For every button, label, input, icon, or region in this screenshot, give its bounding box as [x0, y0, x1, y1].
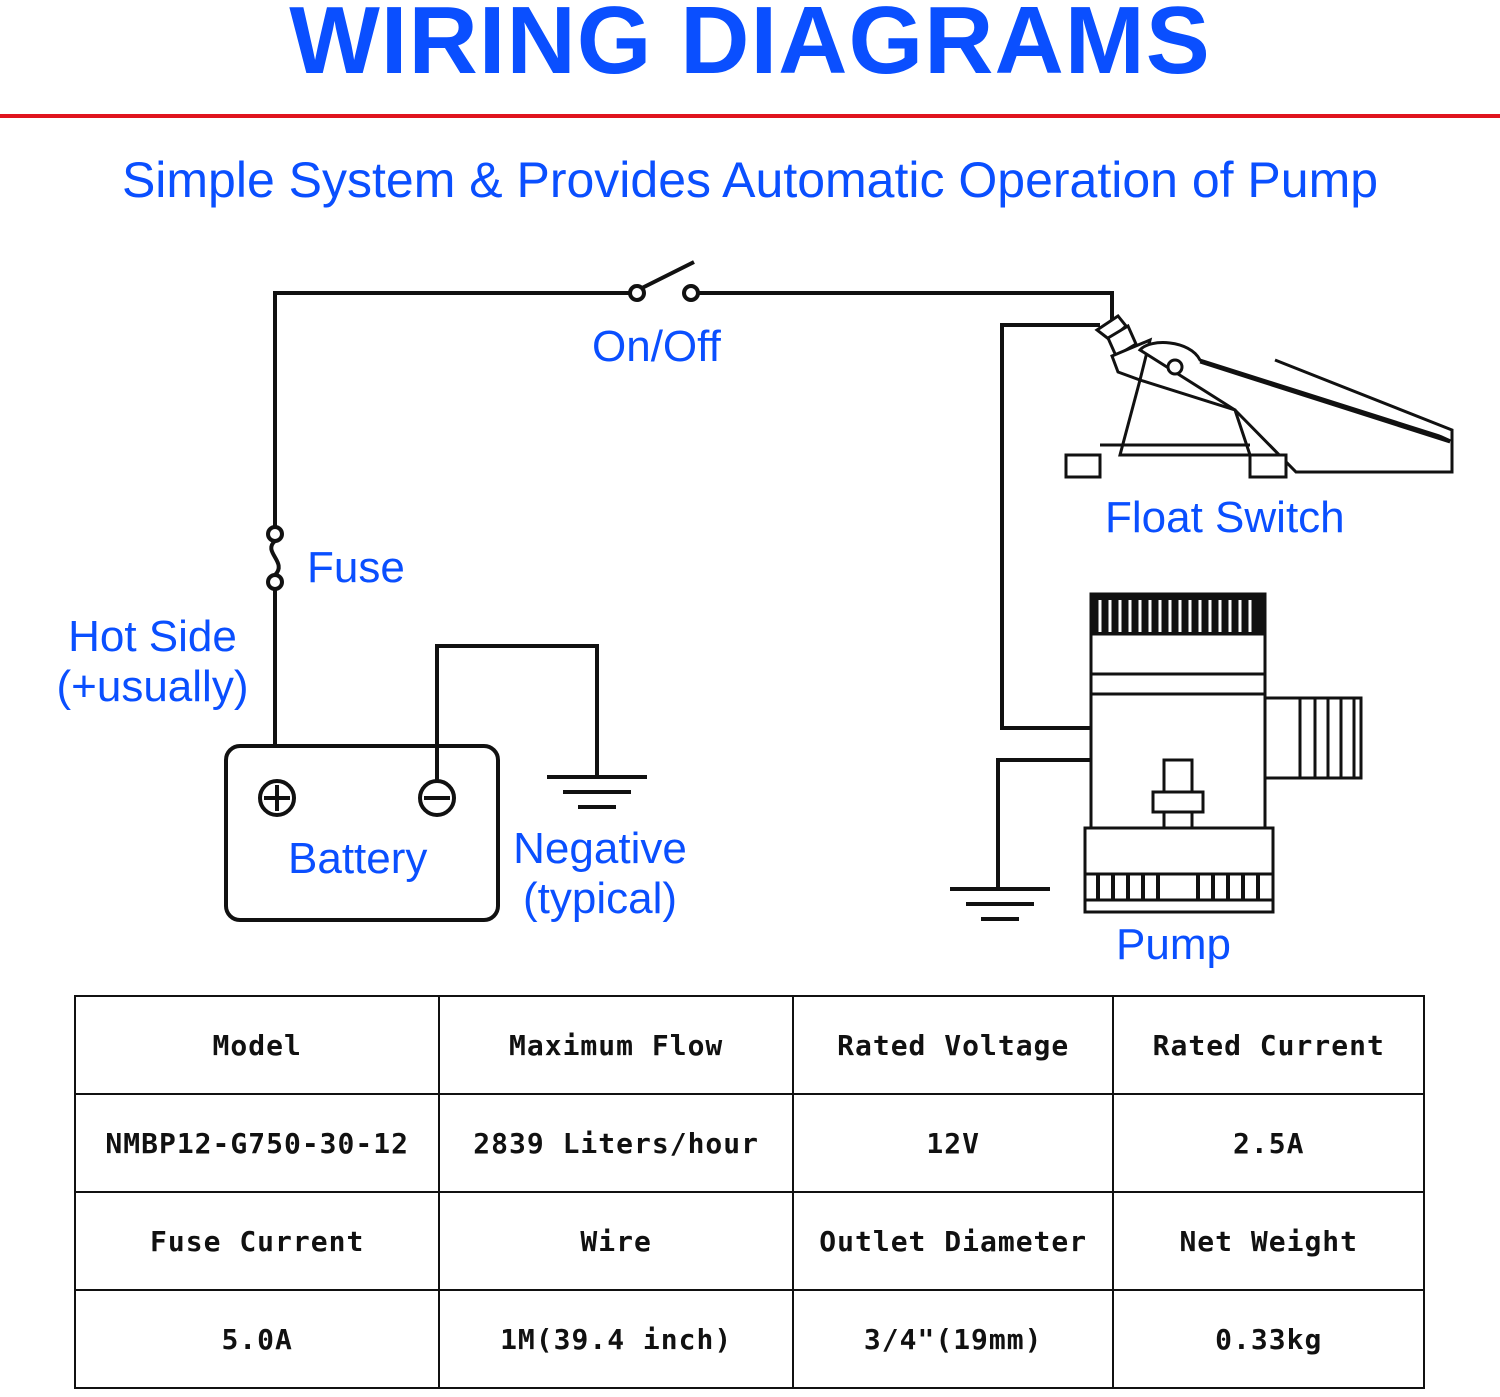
float-switch-label: Float Switch [1105, 493, 1345, 542]
hot-side-label-line1: Hot Side [68, 612, 237, 661]
table-cell: Rated Voltage [791, 995, 1115, 1095]
table-row: Fuse Current Wire Outlet Diameter Net We… [73, 1191, 1425, 1291]
fuse-icon [266, 525, 284, 591]
hot-side-label-line2: (+usually) [56, 662, 249, 711]
pump-ground-wire [996, 758, 1090, 889]
pump-icon [1083, 592, 1363, 914]
table-cell: Rated Current [1112, 995, 1425, 1095]
positive-terminal-icon [258, 779, 296, 817]
battery-icon [224, 744, 500, 922]
red-divider [0, 114, 1500, 118]
table-cell: 2839 Liters/hour [438, 1093, 794, 1193]
table-cell: Maximum Flow [438, 995, 794, 1095]
fuse-label: Fuse [307, 543, 405, 592]
battery-label: Battery [288, 834, 428, 883]
table-cell: 12V [791, 1093, 1115, 1193]
table-row: 5.0A 1M(39.4 inch) 3/4"(19mm) 0.33kg [73, 1289, 1425, 1389]
table-cell: Model [73, 995, 441, 1095]
table-cell: Net Weight [1112, 1191, 1425, 1291]
page-title: WIRING DIAGRAMS [289, 0, 1211, 94]
table-cell: 1M(39.4 inch) [438, 1289, 794, 1389]
table-cell: 0.33kg [1112, 1289, 1425, 1389]
float-switch-icon [1064, 313, 1454, 479]
on-off-label: On/Off [592, 322, 721, 371]
negative-terminal-icon [418, 779, 456, 817]
negative-label-line2: (typical) [522, 874, 678, 923]
on-off-switch-icon [628, 260, 700, 302]
table-row: NMBP12-G750-30-12 2839 Liters/hour 12V 2… [73, 1093, 1425, 1193]
table-cell: Fuse Current [73, 1191, 441, 1291]
ground-icon-battery [547, 775, 647, 809]
float-to-pump-wire [1000, 323, 1100, 730]
table-cell: 5.0A [73, 1289, 441, 1389]
table-cell: Outlet Diameter [791, 1191, 1115, 1291]
table-row: Model Maximum Flow Rated Voltage Rated C… [73, 995, 1425, 1095]
table-cell: NMBP12-G750-30-12 [73, 1093, 441, 1193]
negative-wire [435, 644, 599, 781]
negative-label-line1: Negative [513, 824, 687, 873]
hot-wire-top [273, 291, 630, 528]
wiring-diagram [224, 260, 1454, 922]
table-cell: 3/4"(19mm) [791, 1289, 1115, 1389]
negative-label: Negative (typical) [500, 824, 700, 924]
pump-label: Pump [1116, 920, 1231, 969]
subtitle: Simple System & Provides Automatic Opera… [121, 152, 1379, 208]
table-cell: Wire [438, 1191, 794, 1291]
hot-side-label: Hot Side (+usually) [40, 612, 265, 712]
table-cell: 2.5A [1112, 1093, 1425, 1193]
ground-icon-pump [950, 887, 1050, 921]
switch-to-float-wire [698, 291, 1114, 320]
spec-table: Model Maximum Flow Rated Voltage Rated C… [73, 995, 1425, 1389]
